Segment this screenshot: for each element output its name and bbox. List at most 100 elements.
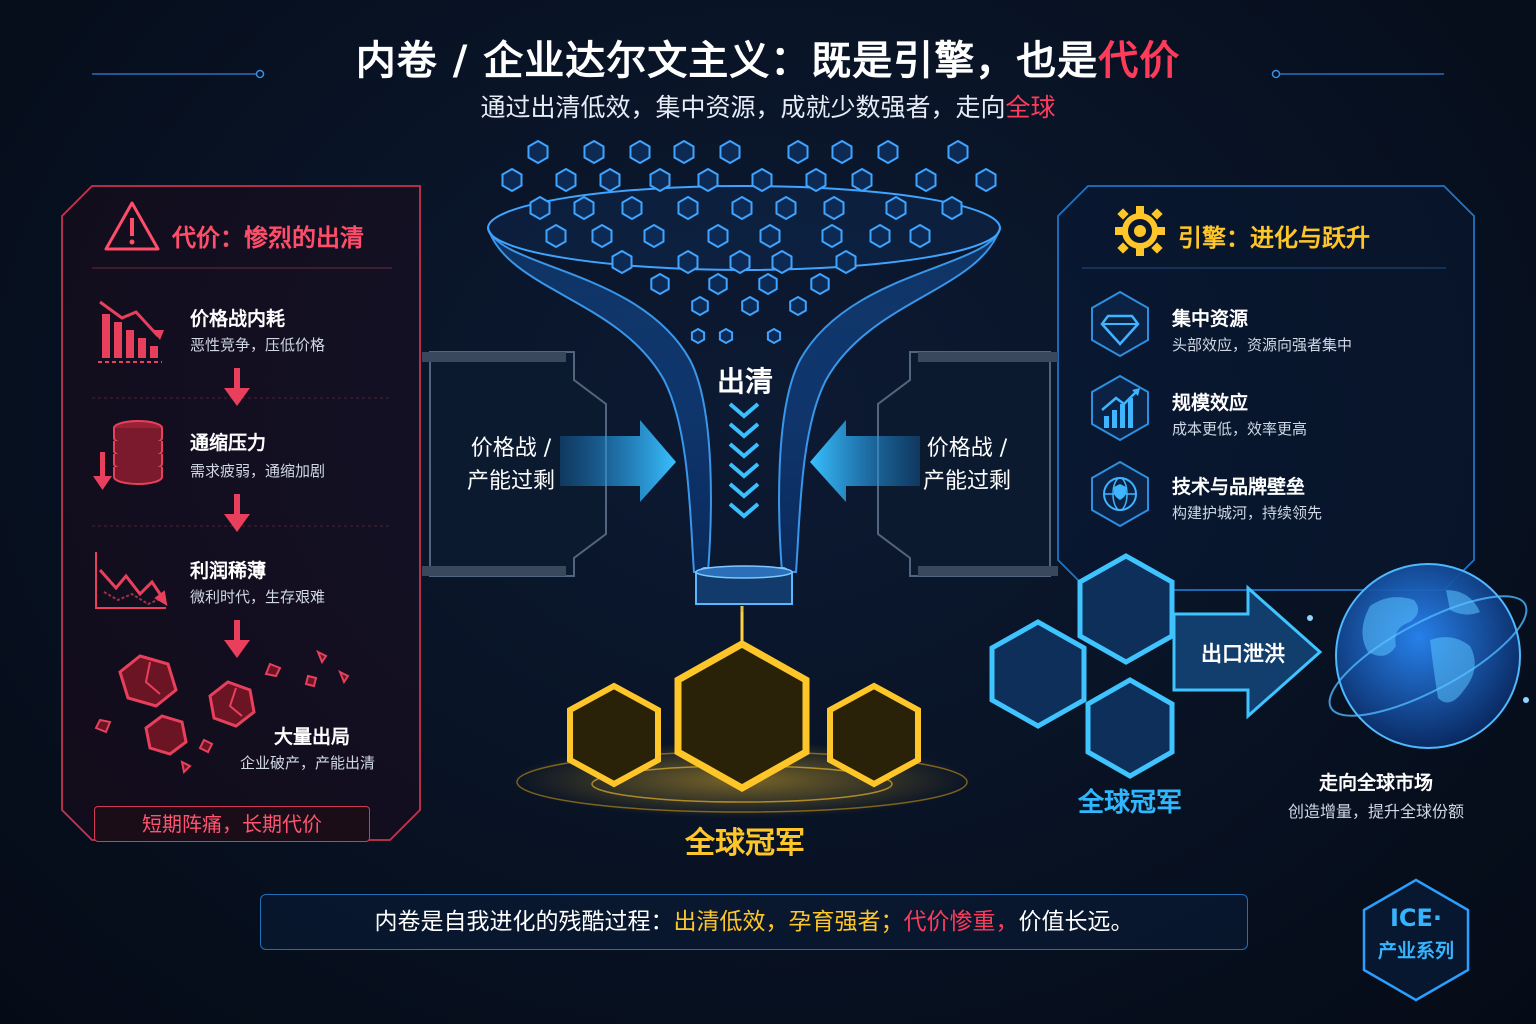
right-item-title: 集中资源 xyxy=(1172,308,1249,330)
funnel-hexagon xyxy=(771,249,793,275)
left-item-desc: 企业破产，产能出清 xyxy=(240,754,376,772)
warning-icon xyxy=(104,201,160,251)
funnel-hexagon xyxy=(591,223,613,249)
funnel-hexagon xyxy=(545,223,567,249)
right-item-desc: 成本更低，效率更高 xyxy=(1172,420,1308,438)
right-item-desc: 头部效应，资源向强者集中 xyxy=(1172,336,1353,354)
funnel-hexagon xyxy=(947,139,969,165)
right-item-desc: 构建护城河，持续领先 xyxy=(1172,504,1323,522)
title-accent: 代价 xyxy=(1098,38,1181,84)
growth-chart-icon xyxy=(1091,374,1149,442)
funnel-hexagon xyxy=(719,139,741,165)
subtitle-accent: 全球 xyxy=(1005,93,1056,122)
profit-decline-chart-icon xyxy=(95,552,168,609)
funnel-hexagon xyxy=(877,139,899,165)
funnel-hexagon xyxy=(691,295,709,317)
funnel-hexagon xyxy=(789,295,807,317)
left-item-desc: 恶性竞争，压低价格 xyxy=(190,336,326,354)
right-item-title: 规模效应 xyxy=(1172,392,1249,414)
funnel-hexagon xyxy=(831,139,853,165)
funnel-hexagon xyxy=(885,195,907,221)
funnel-hexagon xyxy=(501,167,523,193)
header-dot-right xyxy=(1271,69,1281,79)
broken-hexagons-icon xyxy=(94,649,350,775)
funnel-hexagon xyxy=(708,272,728,296)
price-decline-chart-icon xyxy=(98,300,164,363)
funnel-hexagon xyxy=(787,139,809,165)
right-panel-title: 引擎：进化与跃升 xyxy=(1178,224,1370,252)
funnel-hexagon xyxy=(821,223,843,249)
badge-frame xyxy=(1362,878,1470,1002)
funnel-hexagon xyxy=(707,223,729,249)
global-market-title: 走向全球市场 xyxy=(1318,772,1433,794)
global-market-desc: 创造增量，提升全球份额 xyxy=(1287,802,1464,821)
funnel-chevrons xyxy=(728,402,760,519)
funnel-hexagon xyxy=(611,249,633,275)
left-item-title: 通缩压力 xyxy=(190,432,267,454)
export-arrow xyxy=(1172,584,1323,720)
funnel-hexagon xyxy=(677,195,699,221)
funnel-hexagon xyxy=(527,139,549,165)
left-panel-footer: 短期阵痛，长期代价 xyxy=(94,806,370,842)
funnel-hexagon xyxy=(650,272,670,296)
funnel-hexagon xyxy=(718,327,734,345)
right-box-label: 价格战 /产能过剩 xyxy=(922,436,1011,494)
gear-icon xyxy=(1115,206,1165,256)
diamond-icon xyxy=(1091,290,1149,358)
funnel-hexagon xyxy=(643,223,665,249)
funnel-hexagon xyxy=(573,195,595,221)
funnel-hexagon xyxy=(529,195,551,221)
funnel-hexagon xyxy=(599,167,621,193)
badge-line2: 产业系列 xyxy=(1377,940,1454,962)
left-item-desc: 需求疲弱，通缩加剧 xyxy=(190,462,326,480)
right-item-title: 技术与品牌壁垒 xyxy=(1172,476,1306,498)
funnel-hexagons xyxy=(501,139,997,345)
left-item-title: 价格战内耗 xyxy=(190,308,286,330)
funnel-hexagon xyxy=(869,223,891,249)
blue-champions xyxy=(989,553,1175,779)
left-input-box xyxy=(422,351,676,577)
badge-line1: ICE· xyxy=(1389,904,1443,932)
coin-stack-down-icon xyxy=(93,420,163,490)
funnel-hexagon xyxy=(690,327,706,345)
funnel-hexagon xyxy=(941,195,963,221)
bottom-summary: 内卷是自我进化的残酷过程：出清低效，孕育强者；代价惨重，价值长远。 xyxy=(260,894,1248,950)
funnel-hexagon xyxy=(621,195,643,221)
right-input-box xyxy=(810,351,1058,577)
funnel-hexagon xyxy=(805,167,827,193)
page-title: 内卷 / 企业达尔文主义：既是引擎，也是代价 xyxy=(355,38,1181,84)
funnel-hexagon xyxy=(583,139,605,165)
funnel-hexagon xyxy=(629,139,651,165)
funnel-hexagon xyxy=(810,272,830,296)
funnel-hexagon xyxy=(697,167,719,193)
funnel-hexagon xyxy=(729,249,751,275)
funnel-hexagon xyxy=(758,272,778,296)
blue-champion-label: 全球冠军 xyxy=(1077,788,1182,818)
left-item-title: 利润稀薄 xyxy=(190,560,267,582)
funnel-hexagon xyxy=(823,195,845,221)
funnel-hexagon xyxy=(909,223,931,249)
funnel-hexagon xyxy=(835,249,857,275)
left-flow-arrows xyxy=(224,368,250,658)
export-label: 出口泄洪 xyxy=(1201,642,1285,666)
left-box-label: 价格战 /产能过剩 xyxy=(466,436,555,494)
left-item-title: 大量出局 xyxy=(274,726,351,748)
funnel-hexagon xyxy=(751,167,773,193)
funnel-hexagon xyxy=(766,327,782,345)
left-panel-frame xyxy=(61,185,421,841)
funnel-hexagon xyxy=(555,167,577,193)
page-subtitle: 通过出清低效，集中资源，成就少数强者，走向全球 xyxy=(480,93,1056,122)
funnel-hexagon xyxy=(975,167,997,193)
funnel-label: 出清 xyxy=(716,365,773,398)
funnel-hexagon xyxy=(741,295,759,317)
funnel-hexagon xyxy=(915,167,937,193)
gold-champions xyxy=(512,606,972,818)
globe-icon xyxy=(1307,563,1529,749)
funnel-hexagon xyxy=(677,249,699,275)
funnel-hexagon xyxy=(649,167,671,193)
funnel-hexagon xyxy=(775,195,797,221)
left-panel-title: 代价：惨烈的出清 xyxy=(172,224,364,252)
globe-shield-icon xyxy=(1091,460,1149,528)
